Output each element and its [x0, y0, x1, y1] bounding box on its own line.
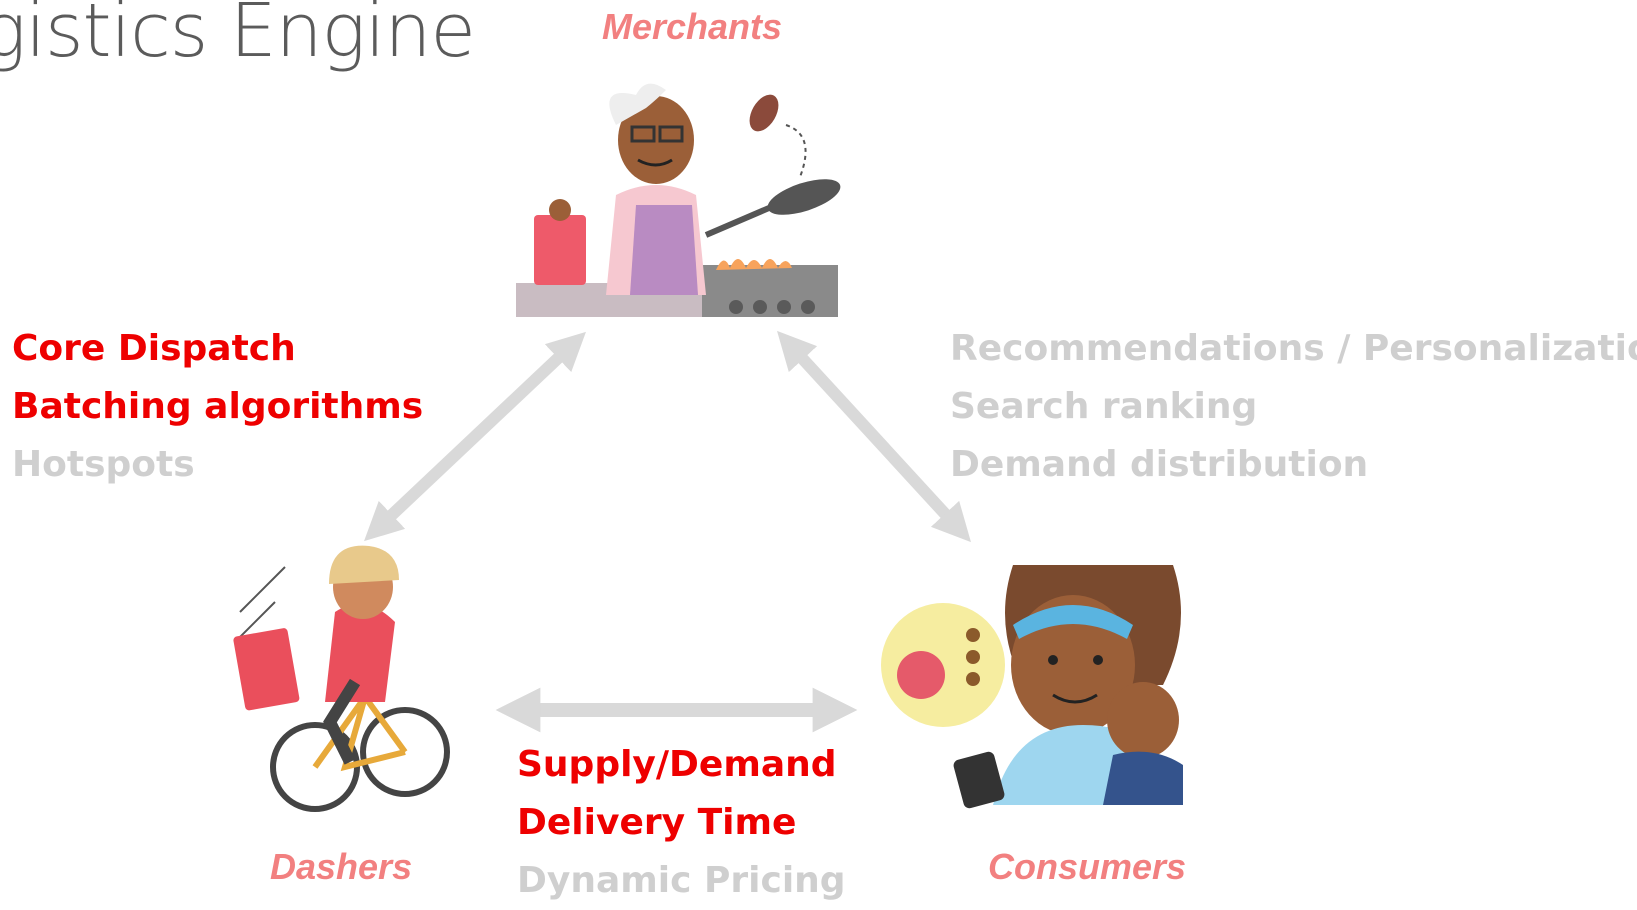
merchants-label: Merchants	[602, 6, 783, 47]
topic-search-ranking: Search ranking	[950, 386, 1258, 427]
dasher-consumer-topic-list: Supply/Demand Delivery Time Dynamic Pric…	[517, 736, 846, 910]
mother-with-phone-illustration	[881, 565, 1183, 809]
topic-demand-distribution: Demand distribution	[950, 444, 1369, 485]
dasher-merchant-topic-list: Core Dispatch Batching algorithms Hotspo…	[12, 320, 423, 494]
chef-illustration	[516, 83, 841, 317]
topic-supply-demand: Supply/Demand	[517, 744, 837, 785]
arrow-dashers-merchants	[364, 331, 586, 542]
dashers-label: Dashers	[270, 846, 413, 887]
topic-batching-algorithms: Batching algorithms	[12, 386, 424, 427]
cyclist-illustration	[233, 545, 450, 812]
arrow-merchants-consumers	[777, 330, 971, 543]
topic-delivery-time: Delivery Time	[517, 802, 797, 843]
topic-hotspots: Hotspots	[12, 444, 195, 485]
merchant-consumer-topic-list: Recommendations / Personalization Search…	[950, 320, 1637, 494]
topic-dynamic-pricing: Dynamic Pricing	[517, 860, 846, 901]
consumers-label: Consumers	[988, 846, 1187, 887]
slide-title: gistics Engine	[0, 0, 476, 74]
topic-recommendations-personalization: Recommendations / Personalization	[950, 328, 1637, 369]
topic-core-dispatch: Core Dispatch	[12, 328, 296, 369]
